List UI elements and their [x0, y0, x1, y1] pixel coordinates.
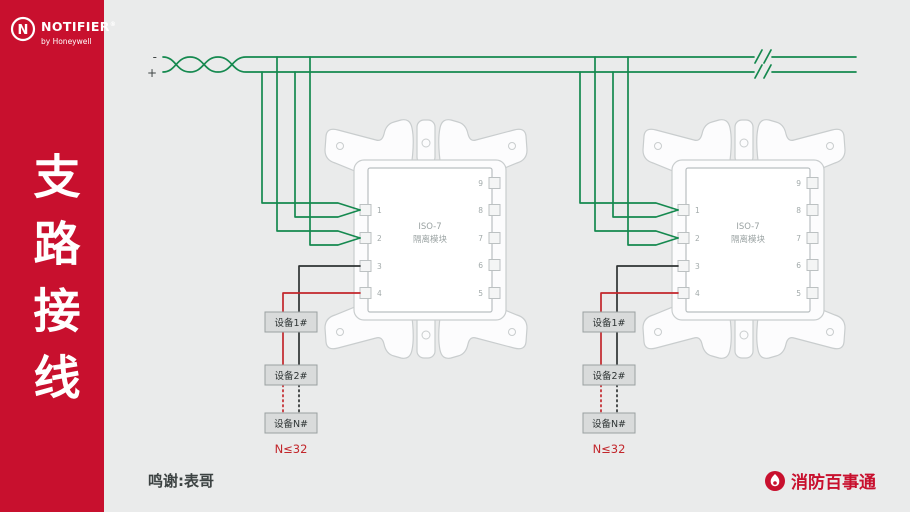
sidebar: N NOTIFIER® by Honeywell 支路接线: [0, 0, 116, 512]
terminal-label: 1: [695, 206, 700, 215]
plus-label: +: [147, 66, 157, 80]
xiaofang-logo-text: 消防百事通: [791, 473, 876, 493]
device-box: [264, 311, 318, 333]
loop-wire-twisted-a: [162, 56, 857, 73]
terminal-label: 2: [695, 234, 700, 243]
loop-drop: [276, 56, 361, 239]
loop-drop: [261, 71, 361, 211]
terminal-label: 4: [695, 289, 700, 298]
credit-text: 鸣谢:表哥: [148, 472, 214, 490]
terminal-label: 4: [377, 289, 382, 298]
device-box: [264, 364, 318, 386]
loop-drop: [594, 56, 679, 239]
terminal-label: 8: [796, 206, 801, 215]
terminal-label: 9: [478, 179, 483, 188]
device-chain-1: 设备1# 设备2# 设备N# N≤32: [264, 265, 361, 456]
brand-text: NOTIFIER® by Honeywell: [41, 15, 117, 46]
page-title: 支路接线: [24, 152, 80, 420]
loop-drop: [579, 71, 679, 211]
chain-red-wire: [600, 292, 679, 414]
terminal-label: 7: [796, 234, 801, 243]
loop-lines: [162, 49, 857, 246]
terminal-label: 3: [377, 262, 382, 271]
module-subtitle: 隔离模块: [731, 234, 766, 245]
device-limit: N≤32: [275, 442, 308, 456]
brand-tagline: by Honeywell: [41, 36, 92, 46]
module-subtitle: 隔离模块: [413, 234, 448, 245]
notifier-logo-icon: N: [10, 16, 36, 42]
chain-red-wire: [282, 292, 361, 414]
module-title: ISO-7: [418, 222, 441, 232]
terminal-label: 7: [478, 234, 483, 243]
notifier-mark: N: [18, 23, 29, 38]
terminal-label: 8: [478, 206, 483, 215]
device-label: 设备2#: [592, 370, 625, 382]
chain-black-wire: [616, 265, 679, 414]
device-limit: N≤32: [593, 442, 626, 456]
loop-drop: [294, 71, 361, 218]
chain-black-wire: [298, 265, 361, 414]
device-label: 设备N#: [274, 418, 308, 430]
device-box: [582, 364, 636, 386]
device-label: 设备N#: [592, 418, 626, 430]
isolator-module-2: 1 2 3 4 9 8 7 6 5 ISO-7 隔离模块: [643, 120, 845, 359]
device-box: [264, 412, 318, 434]
terminal-label: 2: [377, 234, 382, 243]
minus-label: -: [153, 50, 157, 64]
terminal-label: 6: [796, 261, 801, 270]
loop-drop: [309, 56, 361, 246]
loop-drop: [612, 71, 679, 218]
line-break-mark: [754, 49, 772, 79]
flame-icon: [765, 470, 785, 491]
device-label: 设备2#: [274, 370, 307, 382]
device-chain-2: 设备1# 设备2# 设备N# N≤32: [582, 265, 679, 456]
device-label: 设备1#: [274, 317, 307, 329]
terminal-label: 3: [695, 262, 700, 271]
terminal-label: 1: [377, 206, 382, 215]
terminal-label: 6: [478, 261, 483, 270]
device-box: [582, 412, 636, 434]
loop-drop: [627, 56, 679, 246]
terminal-label: 5: [796, 289, 801, 298]
brand-name: NOTIFIER®: [41, 19, 117, 34]
device-box: [582, 311, 636, 333]
xiaofang-logo: 消防百事通: [764, 468, 876, 493]
module-title: ISO-7: [736, 222, 759, 232]
notifier-logo: N NOTIFIER® by Honeywell: [9, 15, 116, 46]
terminal-label: 5: [478, 289, 483, 298]
device-label: 设备1#: [592, 317, 625, 329]
isolator-module-1: 1 2 3 4 9 8 7 6 5 ISO-7 隔离模块: [325, 120, 527, 359]
loop-wire-twisted-b: [162, 56, 857, 73]
terminal-label: 9: [796, 179, 801, 188]
